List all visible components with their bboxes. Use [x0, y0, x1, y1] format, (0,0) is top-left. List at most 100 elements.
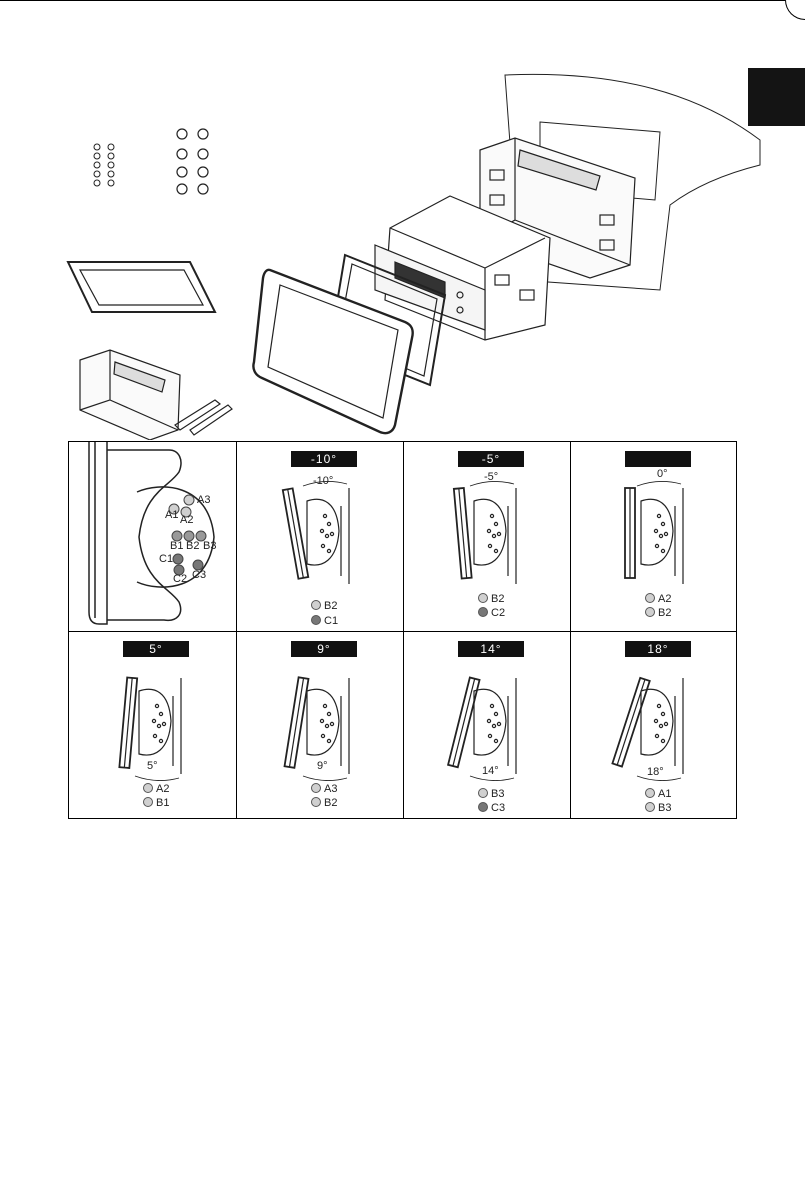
angle-arc — [135, 776, 179, 781]
angle-badge: 14° — [458, 641, 524, 657]
mount-hole — [659, 724, 662, 727]
mount-hole — [488, 544, 491, 547]
angle-value: 0° — [657, 468, 668, 480]
page-edge-corner — [785, 0, 805, 20]
angle-value: -10° — [313, 475, 333, 487]
mount-hole — [654, 719, 657, 722]
installation-illustration — [0, 60, 805, 440]
position-label-c3: C3 — [192, 569, 206, 581]
legend-item: C3 — [478, 801, 505, 815]
legend-item: C1 — [311, 614, 338, 628]
tilted-panel — [285, 677, 309, 767]
mount-bracket-drawing — [69, 442, 236, 631]
legend-item: C2 — [478, 606, 505, 620]
mount-hole — [494, 522, 497, 525]
mount-hole — [657, 704, 660, 707]
tilted-panel — [625, 488, 635, 578]
legend-item: B2 — [645, 606, 671, 620]
position-dot-icon — [311, 783, 321, 793]
position-dot-icon — [645, 593, 655, 603]
wall-line — [675, 488, 683, 584]
tilt-drawing — [444, 666, 534, 781]
mount-hole — [325, 534, 328, 537]
mount-position-detail: A1 A2 A3 B1 B2 B3 C1 C2 C3 — [69, 442, 236, 631]
tilt-drawing — [444, 476, 534, 591]
position-dot-icon — [311, 615, 321, 625]
mount-hole — [327, 522, 330, 525]
mount-hole — [487, 529, 490, 532]
mount-hole — [661, 549, 664, 552]
legend-item: B2 — [478, 592, 504, 606]
mount-hole — [490, 514, 493, 517]
angle-cell-minus-5: -5° -5° B2 C2 — [403, 442, 570, 631]
mount-hole — [330, 722, 333, 725]
mount-hole — [488, 734, 491, 737]
angle-value: 18° — [647, 766, 664, 778]
mount-hole — [487, 719, 490, 722]
mount-hole — [152, 719, 155, 722]
legend-item: A2 — [645, 592, 671, 606]
mount-hole — [327, 549, 330, 552]
mount-hole — [330, 532, 333, 535]
mount-hole — [494, 739, 497, 742]
position-dot-icon — [311, 797, 321, 807]
mount-hole — [661, 739, 664, 742]
position-dot-icon — [478, 802, 488, 812]
mount-hole — [494, 712, 497, 715]
wall-line — [341, 678, 349, 774]
mount-hole — [490, 704, 493, 707]
legend-item: A2 — [143, 782, 169, 796]
tilted-panel — [283, 488, 308, 578]
tilt-drawing — [277, 476, 367, 591]
mount-hole — [327, 739, 330, 742]
wall-line — [508, 678, 516, 774]
mount-hole — [492, 724, 495, 727]
angle-arc — [637, 481, 681, 486]
angle-cell-5: 5° 5° A2 B1 — [69, 631, 236, 819]
angle-table: A1 A2 A3 B1 B2 B3 C1 C2 C3 -10° -10° B2 … — [68, 441, 737, 819]
position-dot-icon — [478, 788, 488, 798]
mount-hole — [323, 514, 326, 517]
position-dot-icon — [645, 788, 655, 798]
position-label-b1: B1 — [170, 540, 183, 552]
angle-value: -5° — [484, 471, 498, 483]
angle-cell-18: 18° 18° A1 B3 — [570, 631, 736, 819]
mount-hole — [320, 529, 323, 532]
mount-hole — [655, 734, 658, 737]
position-label-a3: A3 — [197, 494, 210, 506]
panel-inner-line — [453, 679, 475, 766]
mount-hole — [492, 534, 495, 537]
legend-item: B3 — [645, 801, 671, 815]
angle-badge: 5° — [123, 641, 189, 657]
legend-item: B3 — [478, 787, 504, 801]
position-label-b3: B3 — [203, 540, 216, 552]
angle-badge: -5° — [458, 451, 524, 467]
angle-cell-9: 9° 9° A3 B2 — [236, 631, 403, 819]
position-label-a1: A1 — [165, 509, 178, 521]
position-label-b2: B2 — [186, 540, 199, 552]
mount-hole — [321, 734, 324, 737]
mount-hole — [321, 544, 324, 547]
wall-line — [675, 678, 683, 774]
mount-hole — [159, 739, 162, 742]
position-label-c1: C1 — [159, 553, 173, 565]
position-dot-icon — [645, 607, 655, 617]
position-dot-icon — [143, 783, 153, 793]
angle-value: 9° — [317, 760, 328, 772]
legend-item: B2 — [311, 599, 337, 613]
position-dot-icon — [645, 802, 655, 812]
angle-cell-0: 0° A2 B2 — [570, 442, 736, 631]
position-dot-icon — [143, 797, 153, 807]
angle-value: 5° — [147, 760, 158, 772]
wall-line — [341, 488, 349, 584]
tilt-drawing — [611, 476, 701, 591]
tilted-panel — [119, 677, 137, 768]
angle-badge — [625, 451, 691, 467]
mount-hole — [664, 532, 667, 535]
wall-line — [508, 488, 516, 584]
position-dot-icon — [478, 593, 488, 603]
mount-hole — [497, 532, 500, 535]
mount-hole — [655, 544, 658, 547]
mount-hole — [661, 522, 664, 525]
angle-arc — [303, 776, 347, 781]
